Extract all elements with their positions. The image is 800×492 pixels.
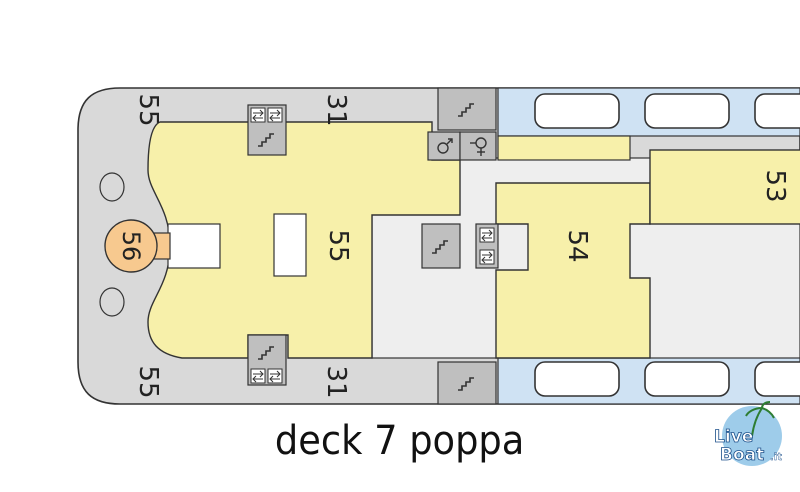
area-54 <box>495 182 651 359</box>
palm-tree-icon <box>745 401 775 437</box>
lifeboat-1 <box>534 93 620 129</box>
area-53 <box>649 149 800 225</box>
void-center <box>273 213 307 277</box>
porthole-top <box>99 172 125 202</box>
restroom-block <box>427 131 497 161</box>
stair-block-center <box>421 223 461 269</box>
elevator-icon <box>250 107 266 123</box>
lifeboat-2 <box>644 93 730 129</box>
elevator-icon <box>267 368 283 384</box>
stair-block-top-right <box>437 87 497 131</box>
liveboat-logo[interactable]: Live Boat .it <box>708 400 796 472</box>
deck-caption-text: deck 7 poppa <box>275 418 525 464</box>
stair-block-bottom-right <box>437 361 497 405</box>
deck-caption: deck 7 poppa <box>0 418 800 464</box>
logo-word-boat: Boat <box>720 445 764 465</box>
area-label-55-top-corner: 55 <box>133 93 163 126</box>
logo-suffix: .it <box>770 452 782 463</box>
void-left <box>167 223 221 269</box>
porthole-bottom <box>99 287 125 317</box>
elevator-icon <box>479 249 495 265</box>
area-label-31-bottom: 31 <box>321 365 351 398</box>
area-label-56: 56 <box>117 231 145 262</box>
elevator-icon <box>479 227 495 243</box>
lifeboat-5 <box>644 361 730 397</box>
area-label-31-top: 31 <box>321 93 351 126</box>
lifeboat-6 <box>754 361 800 397</box>
elevator-block-center <box>475 223 499 269</box>
lifeboat-4 <box>534 361 620 397</box>
stair-block-bottom-left <box>247 334 287 386</box>
area-corridor-strip <box>497 135 631 161</box>
female-restroom-icon <box>470 137 487 156</box>
logo-word-live: Live <box>714 427 753 447</box>
lifeboat-3 <box>754 93 800 129</box>
area-label-55-bottom-corner: 55 <box>133 365 163 398</box>
male-restroom-icon <box>437 138 453 154</box>
elevator-icon <box>267 107 283 123</box>
area-56 <box>104 219 158 273</box>
area-label-54: 54 <box>562 229 592 262</box>
area-label-53: 53 <box>760 169 790 202</box>
stair-block-top-left <box>247 104 287 156</box>
area-label-55-main: 55 <box>323 229 353 262</box>
elevator-icon <box>250 368 266 384</box>
